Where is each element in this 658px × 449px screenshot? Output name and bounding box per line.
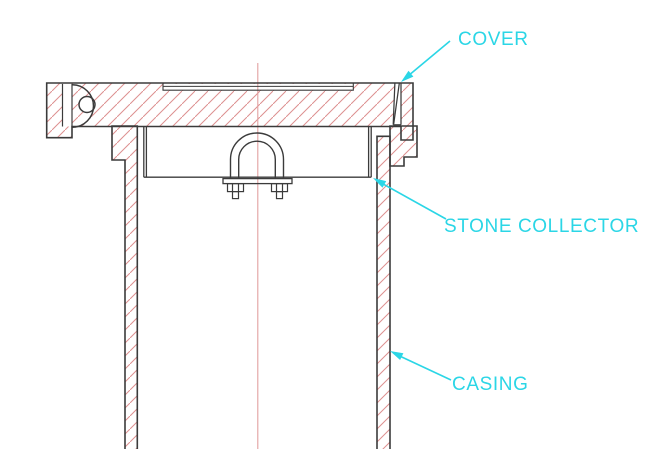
cover-label: COVER xyxy=(458,29,529,50)
stone-collector-label: STONE COLLECTOR xyxy=(444,216,639,237)
stone-collector-leader-arrowhead xyxy=(373,178,387,188)
latch-wedge xyxy=(392,82,402,126)
cover-leader-line xyxy=(402,40,451,81)
casing-left-wall-outline xyxy=(111,125,139,449)
cover-section-fill xyxy=(46,83,413,140)
hinge-boss-arc xyxy=(72,84,95,128)
hinge-pin-hole xyxy=(78,95,96,114)
u-bolt-nut-left xyxy=(226,183,245,200)
annotations: COVER STONE COLLECTOR CASING xyxy=(373,29,639,395)
section-fills xyxy=(46,83,417,449)
stone-collector-tray xyxy=(143,127,372,178)
casing-right-wall-fill xyxy=(377,136,390,449)
casing-left-wall-fill xyxy=(112,126,138,449)
stone-collector-leader-line xyxy=(379,181,447,220)
u-bolt xyxy=(229,132,285,179)
u-bolt-plate xyxy=(222,177,293,185)
latch-wedge-taper-line xyxy=(393,83,400,125)
casing-label: CASING xyxy=(452,374,528,395)
line-work xyxy=(45,82,418,449)
casing-leader-arrowhead xyxy=(390,351,404,360)
hinge-slot-relief xyxy=(62,83,72,127)
casing-leader-line xyxy=(397,354,452,381)
casing-right-wall-outline xyxy=(376,135,391,449)
cover-leader-arrowhead xyxy=(401,70,414,82)
casing-right-flange-fill xyxy=(390,126,417,166)
u-bolt-nut-right xyxy=(270,183,289,200)
hinge-hole-relief xyxy=(79,96,95,113)
